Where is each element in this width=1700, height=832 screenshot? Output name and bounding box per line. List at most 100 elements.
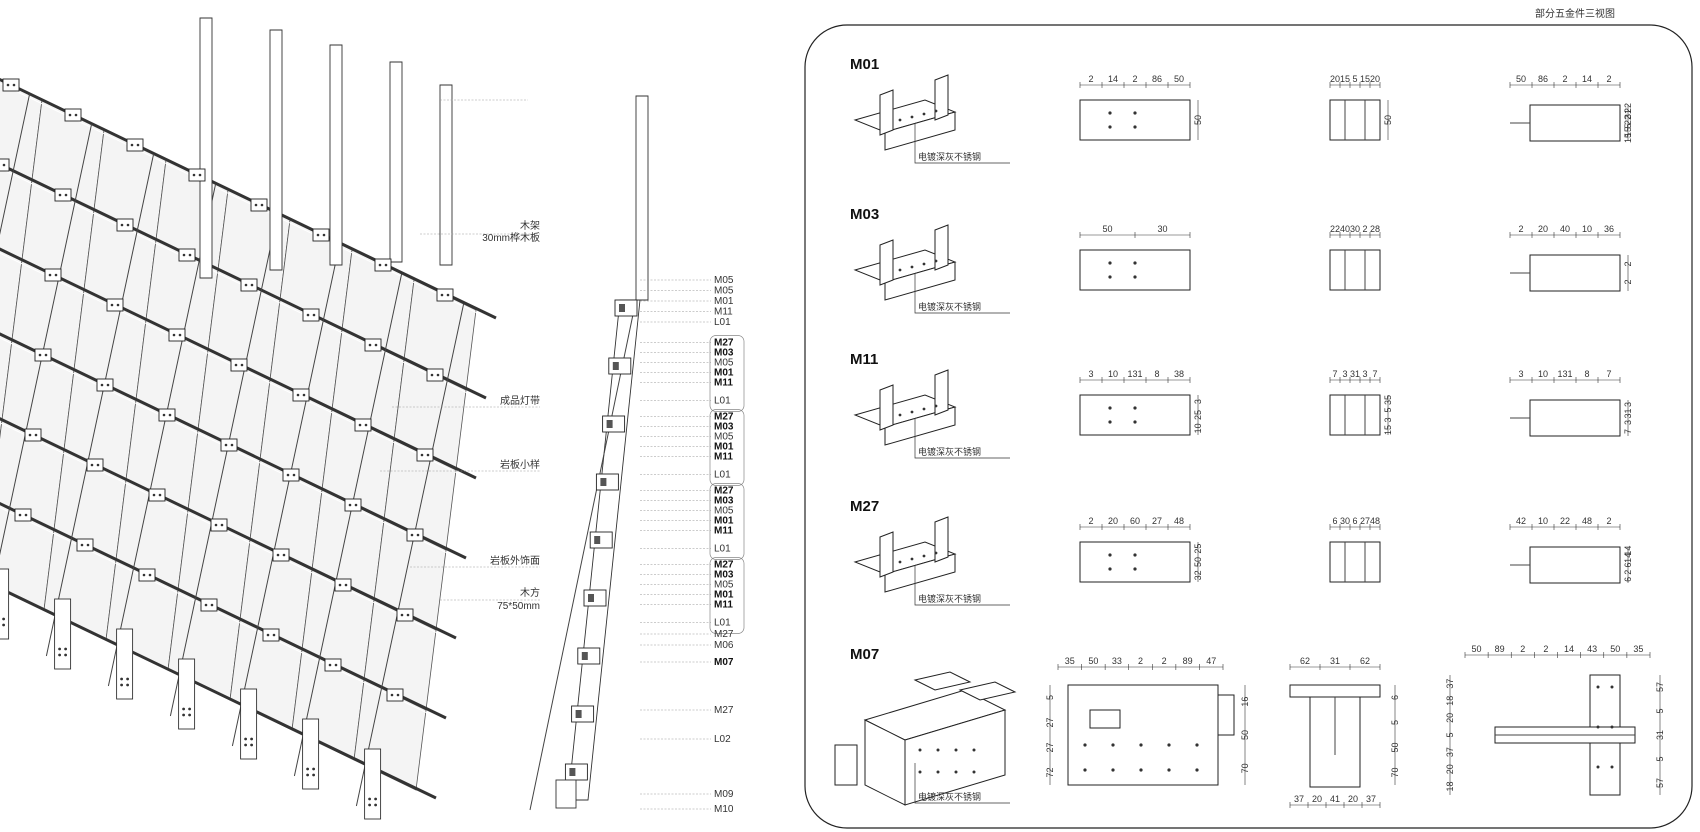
dimension-value: 14 [1623,546,1633,556]
part-code: M01 [850,56,879,73]
bolt-hole [1139,768,1143,772]
dimension-value: 2 [1518,224,1523,234]
bolt-hole [188,253,192,257]
iso-flange [879,239,894,286]
timber-post [240,688,258,760]
bolt-hole [1083,743,1087,747]
dimension-value: 70 [1390,767,1400,777]
bolt-hole [1596,765,1600,769]
dimension-value: 6 [1332,516,1337,526]
front-outline [1079,99,1191,141]
code-group-box [709,409,745,486]
hardware-code: L01 [714,317,731,328]
part-isometric [853,224,957,301]
top-outline [1529,546,1621,584]
dimension-value: 57 [1655,682,1665,692]
bracket [406,528,424,542]
bolt-hole [86,543,90,547]
dimension-value: 31 [1350,369,1360,379]
bolt-hole [374,803,377,807]
bolt-hole [44,353,48,357]
side-outline [1329,541,1381,583]
bolt-hole [276,553,280,557]
dimension-value: 37 [1294,794,1304,804]
frame-upright [329,44,343,266]
bolt-hole [406,613,410,617]
bolt-hole [210,603,214,607]
hardware-code: M27 [714,629,734,640]
bracket [44,268,62,282]
dimension-value: 27 [1152,516,1162,526]
bolt-hole [120,677,123,681]
dimension-value: 38 [1174,369,1184,379]
bolt-hole [910,265,914,269]
dimension-value: 3 [1193,399,1203,404]
hardware-code: M05 [714,506,734,517]
bolt-hole [74,113,78,117]
bolt-hole [96,463,100,467]
section-bracket [577,647,601,665]
label-light-strip: 成品灯带 [500,395,540,407]
hardware-code: M09 [714,789,734,800]
iso-flange [879,384,894,431]
dimension-value: 37 [1445,679,1455,689]
iso-face [884,111,956,151]
bolt-hole [922,407,926,411]
bolt-hole [64,193,68,197]
dimension-value: 25 [1193,410,1203,420]
part-isometric [853,516,957,593]
bolt-hole [1195,743,1199,747]
dimension-value: 14 [1623,553,1633,563]
material-leader [914,565,1010,606]
bracket [148,488,166,502]
bolt-hole [1610,765,1614,769]
section-bracket [602,415,626,433]
bolt-hole [12,83,16,87]
bolt-hole [348,503,352,507]
top-outline [1529,399,1621,437]
bolt-hole [390,693,394,697]
bolt-hole [110,303,114,307]
bracket [2,78,20,92]
hardware-code: M05 [714,275,734,286]
bracket [96,378,114,392]
dimension-value: 15 [1360,74,1370,84]
part-isometric [853,74,957,151]
code-group-box [709,483,745,560]
front-outline [1079,394,1191,436]
bolt-hole [1133,567,1137,571]
dimension-value: 50 [1193,557,1203,567]
cable [45,153,155,657]
dimension-value: 7 [1623,429,1633,434]
wood-frame-posts [0,17,465,820]
section-bracket-fill [569,768,576,776]
hardware-code: M05 [714,580,734,591]
dimension-value: 7 [1372,369,1377,379]
bolt-hole [440,293,444,297]
dimension-value: 14 [1108,74,1118,84]
bracket [24,428,42,442]
bracket [200,598,218,612]
bolt-hole [24,513,28,517]
bracket [250,198,268,212]
dimension-value: 72 [1045,767,1055,777]
section-foot [555,779,577,809]
material-label: 电镀深灰不锈钢 [918,593,981,604]
bolt-hole [1108,553,1112,557]
dimension-value: 25 [1193,544,1203,554]
hardware-cluster [220,438,238,452]
bolt-hole [1596,725,1600,729]
bolt-hole [368,797,371,801]
hardware-code: M01 [714,442,734,453]
dimension-value: 50 [1390,742,1400,752]
bracket [426,368,444,382]
dimension-value: 62 [1360,656,1370,666]
hardware-cluster [126,138,144,152]
dimension-value: 5 [1445,732,1455,737]
bracket [34,348,52,362]
bolt-hole [910,410,914,414]
